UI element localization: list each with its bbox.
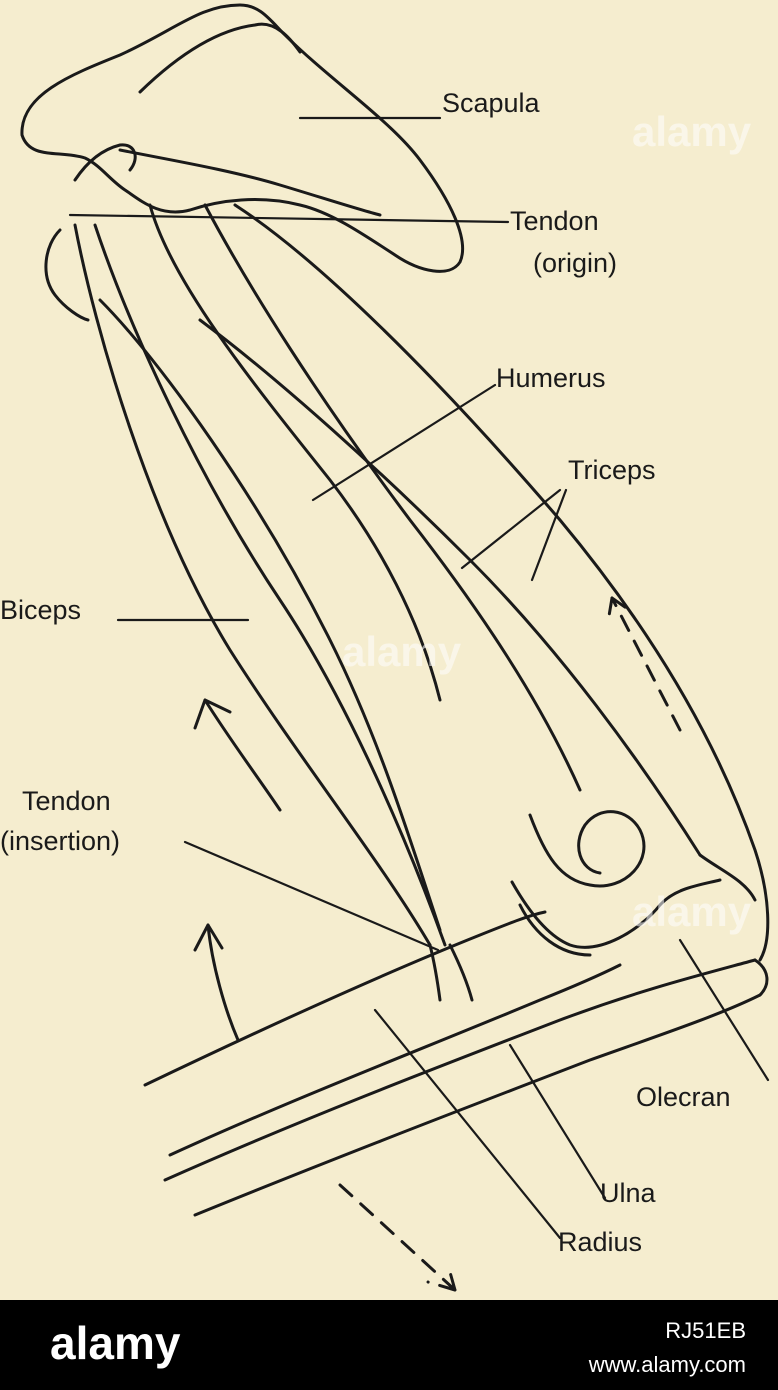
leader-triceps-2 [530,488,568,582]
humerus-anterior [148,203,442,702]
biceps-pull-arrow [193,698,282,812]
ulna-upper [163,958,757,1182]
label-radius: Radius [558,1227,643,1257]
leader-humerus [311,383,497,502]
watermark-top: alamy [632,108,752,155]
label-tendon-insertion-1: Tendon [22,786,111,816]
label-olecranon: Olecran [636,1082,731,1112]
footer-brand-logo: alamy [50,1317,181,1369]
biceps-outer [73,223,432,947]
leader-olecranon [678,938,770,1082]
label-tendon-origin-1: Tendon [510,206,599,236]
triceps-relax-arrow [606,596,682,732]
footer-site-url: www.alamy.com [588,1352,746,1377]
radius-upper [143,910,547,1087]
olecranon-tip [698,853,757,902]
triceps-outer [233,203,770,962]
leader-radius [373,1008,562,1240]
triceps-inner [198,318,702,857]
humerus-posterior [203,203,582,792]
footer-image-id: RJ51EB [665,1318,746,1343]
arm-muscle-diagram [20,3,770,1292]
watermark-right: alamy [632,888,752,935]
label-ulna: Ulna [600,1178,656,1208]
leader-tendon-origin [68,213,510,224]
label-tendon-origin-2: (origin) [533,248,618,278]
label-humerus: Humerus [496,363,606,393]
scapula-inner-line [138,22,302,94]
watermark-center: alamy [342,628,462,675]
ulna-lower [193,993,762,1217]
biceps-belly [98,298,442,932]
biceps-inner [93,223,447,947]
humerus-head [44,228,90,322]
humerus-condyle [528,810,646,888]
scapula-ridge [118,148,382,217]
radius-lower [168,963,622,1157]
biceps-tendon [428,943,474,1002]
elbow-joint [510,878,722,949]
elbow-end [753,958,769,997]
forearm-down-arrow [338,1183,457,1292]
scapula-outline [20,3,465,273]
label-triceps: Triceps [568,455,656,485]
label-scapula: Scapula [442,88,540,118]
footer-bar [0,1300,778,1390]
leader-triceps-1 [460,488,562,570]
forearm-lift-arrow [193,923,240,1042]
label-biceps: Biceps [0,595,82,625]
label-tendon-insertion-2: (insertion) [0,826,121,856]
leader-ulna [508,1043,607,1200]
elbow-arc [518,903,592,957]
shoulder-cap [73,143,137,182]
leader-tendon-insertion [183,840,440,952]
